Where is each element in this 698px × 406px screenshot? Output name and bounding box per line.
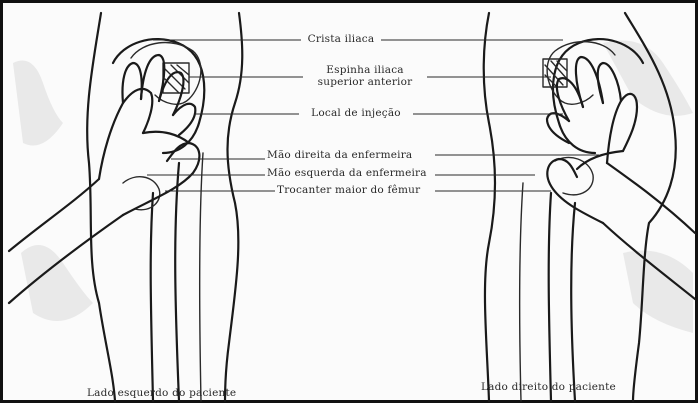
- label-mao-direita: Mão direita da enfermeira: [267, 150, 412, 161]
- label-espinha-iliaca-line1: Espinha iliaca: [303, 65, 427, 76]
- label-espinha-iliaca-line2: superior anterior: [303, 77, 427, 88]
- label-mao-esquerda: Mão esquerda da enfermeira: [267, 168, 427, 179]
- label-trocanter: Trocanter maior do fêmur: [277, 185, 420, 196]
- label-crista-iliaca: Crista iliaca: [303, 34, 379, 45]
- label-local-injecao: Local de injeção: [301, 108, 411, 119]
- caption-right-side: Lado direito do paciente: [481, 381, 616, 393]
- caption-left-side: Lado esquerdo do paciente: [87, 387, 236, 399]
